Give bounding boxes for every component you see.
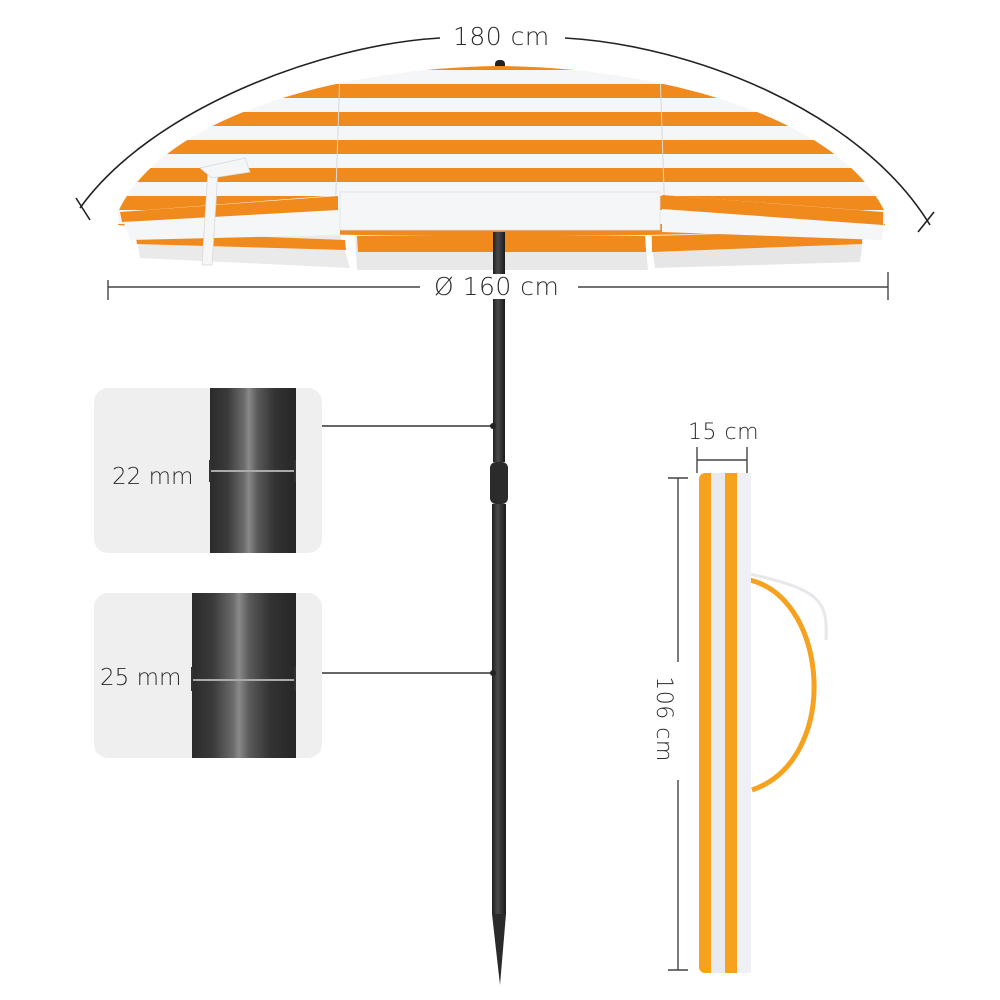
pole-detail-upper-panel: 22 mm <box>94 388 322 553</box>
lower-diameter-label: 25 mm <box>100 665 182 691</box>
upper-measure-line <box>210 470 296 472</box>
arc-length-label: 180 cm <box>447 24 556 49</box>
bag-width-label: 15 cm <box>688 420 760 445</box>
upper-diameter-label: 22 mm <box>112 464 194 490</box>
measure-tick-right <box>294 667 296 691</box>
measure-tick-left <box>191 667 193 691</box>
pole-detail-lower-panel: 25 mm <box>94 593 322 758</box>
bag-length-label: 106 cm <box>650 676 676 762</box>
lower-pole-closeup <box>192 593 296 758</box>
lower-measure-line <box>192 679 296 681</box>
diameter-label: Ø 160 cm <box>428 274 566 299</box>
measure-tick-right <box>294 460 296 482</box>
measure-tick-left <box>209 460 211 482</box>
carry-bag <box>699 473 751 973</box>
arc-dimension-line <box>79 37 441 209</box>
